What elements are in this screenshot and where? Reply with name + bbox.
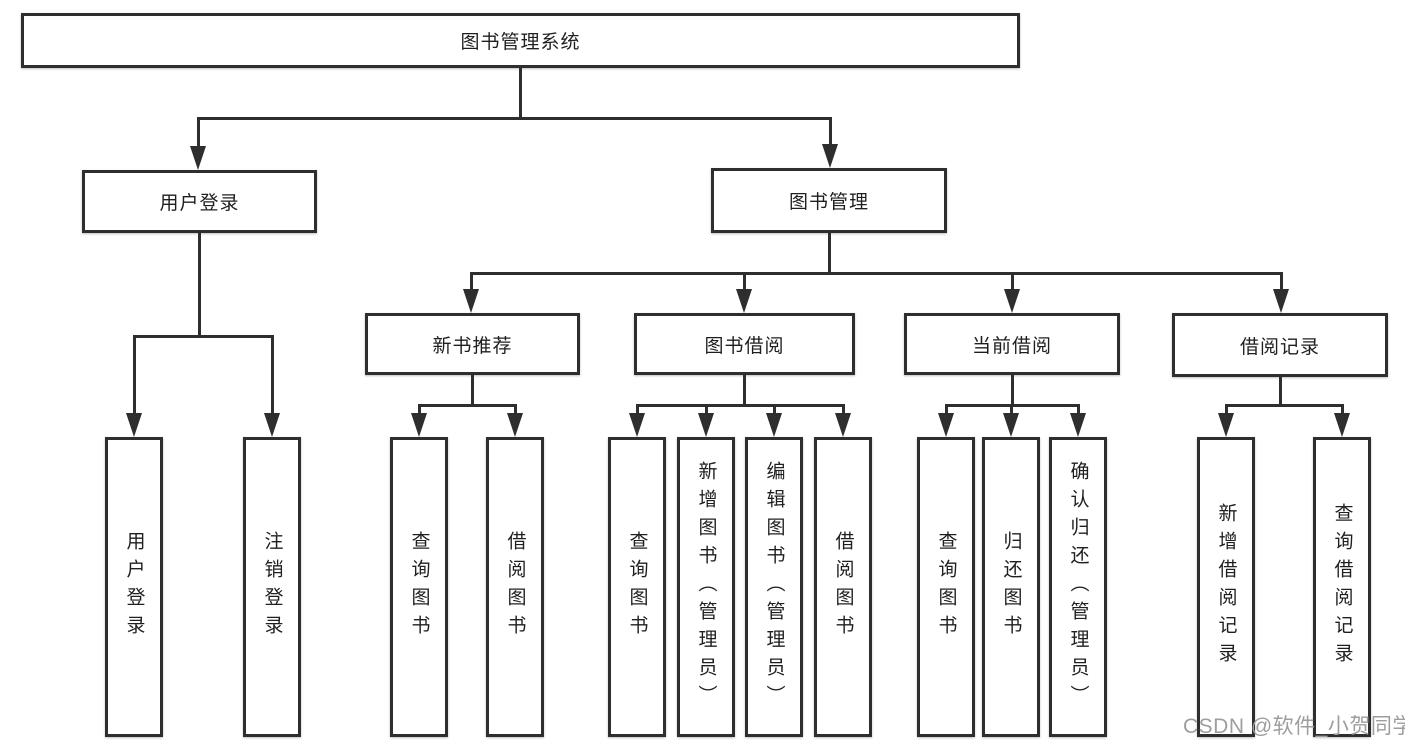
connector-line (743, 272, 746, 289)
connector-line (1280, 272, 1283, 289)
connector-line (514, 404, 517, 413)
leaf-user-login: 用户登录 (105, 437, 163, 737)
leaf-label: 查询借阅记录 (1331, 503, 1353, 671)
arrow-down-icon (766, 413, 782, 437)
leaf-label: 编辑图书（管理员） (763, 461, 785, 713)
arrow-down-icon (1004, 289, 1020, 313)
connector-line (636, 404, 639, 413)
connector-line (636, 404, 844, 407)
watermark: CSDN @软件_小贺同学 (1183, 715, 1405, 738)
leaf-query-books-borrow: 查询图书 (608, 437, 666, 737)
leaf-return-book: 归还图书 (982, 437, 1040, 737)
leaf-confirm-return-admin: 确认归还（管理员） (1049, 437, 1107, 737)
connector-line (1077, 404, 1080, 413)
node-label: 图书管理 (788, 192, 869, 213)
leaf-label: 新增借阅记录 (1215, 503, 1237, 671)
node-book-borrow: 图书借阅 (634, 313, 855, 375)
connector-line (1341, 404, 1344, 413)
node-book-management: 图书管理 (711, 168, 947, 233)
node-current-borrow: 当前借阅 (904, 313, 1120, 375)
leaf-logout: 注销登录 (243, 437, 301, 737)
arrow-down-icon (736, 289, 752, 313)
leaf-label: 查询图书 (408, 531, 430, 643)
leaf-label: 注销登录 (261, 531, 283, 643)
node-root: 图书管理系统 (21, 13, 1020, 68)
connector-line (1225, 404, 1228, 413)
arrow-down-icon (698, 413, 714, 437)
arrow-down-icon (629, 413, 645, 437)
connector-line (133, 335, 136, 413)
leaf-label: 借阅图书 (504, 531, 526, 643)
arrow-down-icon (1334, 413, 1350, 437)
connector-line (829, 117, 832, 144)
arrow-down-icon (1003, 413, 1019, 437)
node-label: 当前借阅 (971, 335, 1052, 357)
connector-line (471, 375, 474, 405)
connector-line (945, 404, 948, 413)
connector-line (1011, 272, 1014, 289)
node-label: 用户登录 (159, 193, 240, 214)
connector-line (470, 272, 1282, 275)
arrow-down-icon (1218, 413, 1234, 437)
leaf-add-borrow-record: 新增借阅记录 (1197, 437, 1255, 737)
connector-line (842, 404, 845, 413)
leaf-label: 用户登录 (123, 531, 145, 643)
node-borrow-records: 借阅记录 (1172, 313, 1388, 377)
leaf-label: 查询图书 (626, 531, 648, 643)
leaf-borrow-books-recommend: 借阅图书 (486, 437, 544, 737)
connector-line (1010, 404, 1013, 413)
connector-line (1225, 404, 1344, 407)
leaf-query-borrow-record: 查询借阅记录 (1313, 437, 1371, 737)
node-new-book-recommend: 新书推荐 (365, 313, 580, 375)
node-label: 图书借阅 (704, 335, 785, 357)
connector-line (519, 68, 522, 118)
arrow-down-icon (1070, 413, 1086, 437)
leaf-query-books-current: 查询图书 (917, 437, 975, 737)
connector-line (1279, 375, 1282, 405)
arrow-down-icon (411, 413, 427, 437)
arrow-down-icon (264, 413, 280, 437)
connector-line (828, 233, 831, 274)
arrow-down-icon (507, 413, 523, 437)
node-root-label: 图书管理系统 (460, 32, 581, 53)
arrow-down-icon (938, 413, 954, 437)
connector-line (271, 335, 274, 413)
leaf-label: 新增图书（管理员） (695, 461, 717, 713)
leaf-add-book-admin: 新增图书（管理员） (677, 437, 735, 737)
connector-line (773, 404, 776, 413)
connector-line (470, 272, 473, 289)
arrow-down-icon (126, 413, 142, 437)
connector-line (418, 404, 421, 413)
arrow-down-icon (835, 413, 851, 437)
connector-line (705, 404, 708, 413)
connector-line (133, 335, 274, 338)
arrow-down-icon (822, 144, 838, 168)
leaf-query-books-recommend: 查询图书 (390, 437, 448, 737)
leaf-label: 确认归还（管理员） (1067, 461, 1089, 713)
connector-line (743, 375, 746, 405)
node-label: 新书推荐 (432, 335, 513, 357)
connector-line (198, 233, 201, 337)
arrow-down-icon (1273, 289, 1289, 313)
leaf-edit-book-admin: 编辑图书（管理员） (745, 437, 803, 737)
connector-line (197, 117, 831, 120)
leaf-label: 借阅图书 (832, 531, 854, 643)
connector-line (197, 117, 200, 146)
arrow-down-icon (463, 289, 479, 313)
node-label: 借阅记录 (1239, 336, 1320, 358)
leaf-label: 查询图书 (935, 531, 957, 643)
connector-line (418, 404, 517, 407)
arrow-down-icon (190, 146, 206, 170)
leaf-borrow-books: 借阅图书 (814, 437, 872, 737)
connector-line (1011, 375, 1014, 405)
leaf-label: 归还图书 (1000, 531, 1022, 643)
node-user-login: 用户登录 (82, 170, 317, 233)
